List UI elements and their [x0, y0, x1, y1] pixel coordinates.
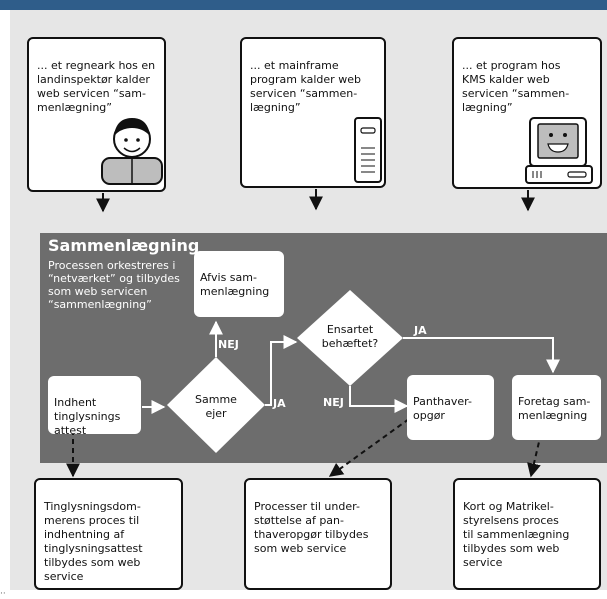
panel-title: Sammenlægning [48, 236, 200, 255]
node-foretag-label: Foretag sam- menlægning [518, 395, 591, 422]
service-box-tinglysning: Tinglysningsdom- merens proces til indhe… [34, 478, 183, 590]
decision-ensartet-label: Ensartet behæftet? [321, 323, 379, 350]
node-afvis-label: Afvis sam- menlægning [200, 271, 270, 298]
person-icon [101, 118, 163, 185]
panel-description: Processen orkestreres i “netværket” og t… [48, 259, 180, 311]
server-tower-icon [354, 117, 382, 183]
node-panthaver-label: Panthaver- opgør [413, 395, 472, 422]
caller-text-mainframe: ... et mainframe program kalder web serv… [250, 59, 361, 114]
edge-label-ja-ensartet: JA [414, 324, 427, 337]
node-panthaver: Panthaver- opgør [407, 375, 494, 440]
edge-label-nej-afvis: NEJ [218, 338, 239, 351]
decision-samme-ejer-label: Samme ejer [195, 393, 237, 420]
edge-label-nej-ensartet: NEJ [323, 396, 344, 409]
top-bar [0, 0, 607, 10]
arrow-samme-to-ensartet [265, 335, 298, 406]
service-text-kms: Kort og Matrikel- styrelsens proces til … [463, 500, 570, 569]
node-indhent-label: Indhent tinglysnings attest [54, 396, 121, 437]
node-foretag: Foretag sam- menlægning [512, 375, 601, 440]
edge-label-ja-samme: JA [273, 397, 286, 410]
computer-terminal-icon [525, 117, 593, 184]
corner-dots: ·· [0, 589, 6, 599]
caller-text-landinspektor: ... et regneark hos en landinspektør kal… [37, 59, 156, 114]
arrow-ensartet-to-foretag [403, 337, 560, 374]
node-indhent: Indhent tinglysnings attest [48, 376, 141, 437]
decision-ensartet [297, 290, 403, 386]
node-afvis: Afvis sam- menlægning [194, 251, 284, 317]
service-text-panthaver: Processer til under- støttelse af pan- t… [254, 500, 369, 555]
service-text-tinglysning: Tinglysningsdom- merens proces til indhe… [44, 500, 143, 583]
decision-samme-ejer [167, 357, 265, 453]
caller-text-kms: ... et program hos KMS kalder web servic… [462, 59, 570, 114]
arrow-ensartet-to-panthaver [349, 386, 409, 413]
service-box-kms: Kort og Matrikel- styrelsens proces til … [453, 478, 601, 590]
service-box-panthaver: Processer til under- støttelse af pan- t… [244, 478, 392, 590]
